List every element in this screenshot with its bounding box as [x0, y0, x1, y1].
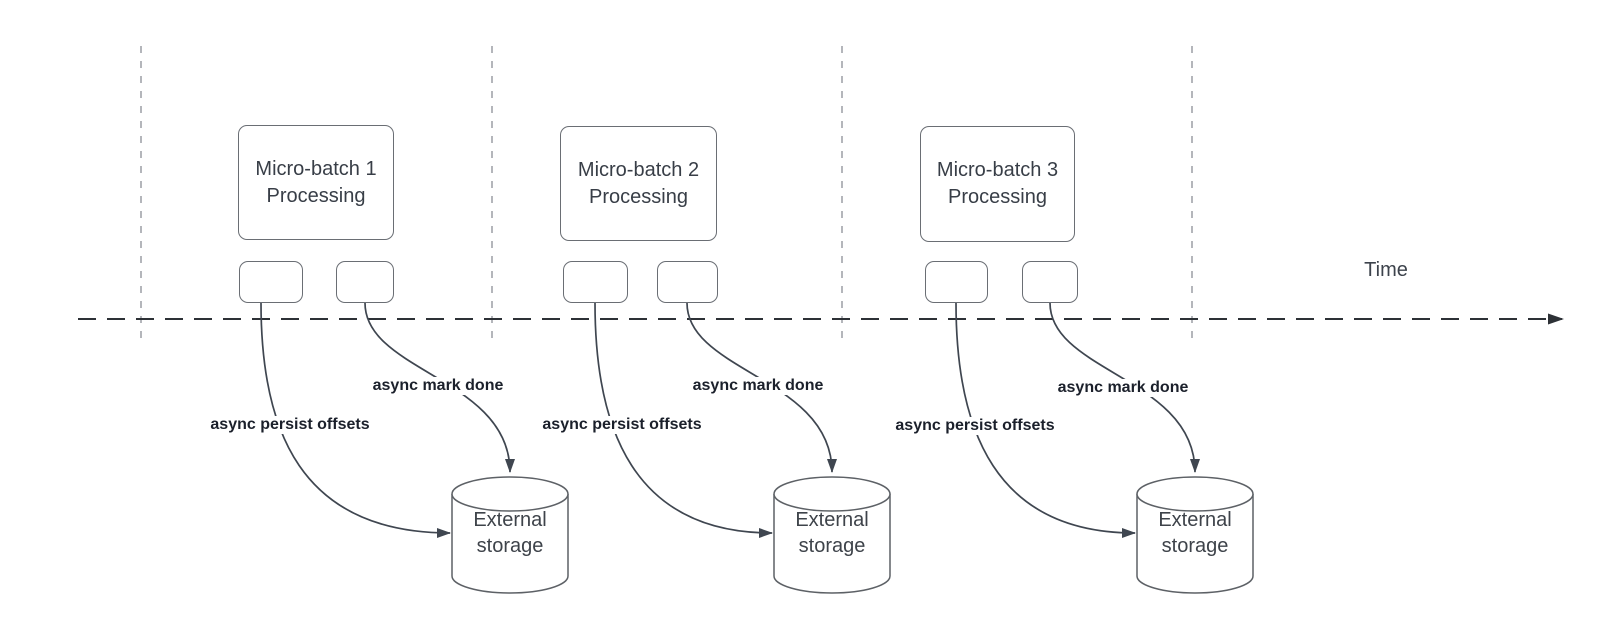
micro-batch-1-label-line2: Processing: [266, 184, 366, 207]
external-storage-cylinder-3: [1136, 476, 1254, 594]
micro-batch-1-label-line1: Micro-batch 1: [255, 157, 377, 180]
external-storage-label-3: External storage: [1158, 509, 1232, 557]
done-task-box-3: [1022, 261, 1078, 303]
mark-done-arrow-3: [1049, 302, 1200, 473]
persist-offsets-label-2: async persist offsets: [539, 416, 705, 434]
micro-batch-3-label-line1: Micro-batch 3: [936, 159, 1059, 181]
external-storage-label-1: External storage: [473, 509, 547, 557]
mark-done-label-1: async mark done: [369, 377, 507, 395]
micro-batch-3-processing-box: Micro-batch 3 Processing: [920, 126, 1075, 242]
persist-offsets-arrow-3: [955, 302, 1136, 538]
persist-task-box-2: [563, 261, 628, 303]
persist-task-box-1: [239, 261, 303, 303]
mark-done-label-2: async mark done: [689, 377, 827, 395]
persist-offsets-arrow-1: [260, 302, 451, 538]
time-axis-label: Time: [1364, 259, 1408, 281]
done-task-box-1: [336, 261, 394, 303]
micro-batch-2-label-line1: Micro-batch 2: [577, 158, 700, 181]
external-storage-cylinder-2: [773, 476, 891, 594]
persist-task-box-3: [925, 261, 988, 303]
persist-offsets-label-1: async persist offsets: [207, 416, 373, 434]
persist-offsets-label-3: async persist offsets: [892, 417, 1058, 435]
micro-batch-2-label-line2: Processing: [589, 185, 688, 208]
done-task-box-2: [657, 261, 718, 303]
external-storage-label-2: External storage: [795, 509, 869, 557]
micro-batch-2-processing-box: Micro-batch 2 Processing: [560, 126, 717, 241]
external-storage-cylinder-1: [451, 476, 569, 594]
micro-batch-1-processing-box: Micro-batch 1 Processing: [238, 125, 394, 240]
mark-done-label-3: async mark done: [1054, 379, 1192, 397]
persist-offsets-arrow-2: [594, 302, 773, 538]
micro-batch-3-label-line2: Processing: [948, 186, 1047, 208]
